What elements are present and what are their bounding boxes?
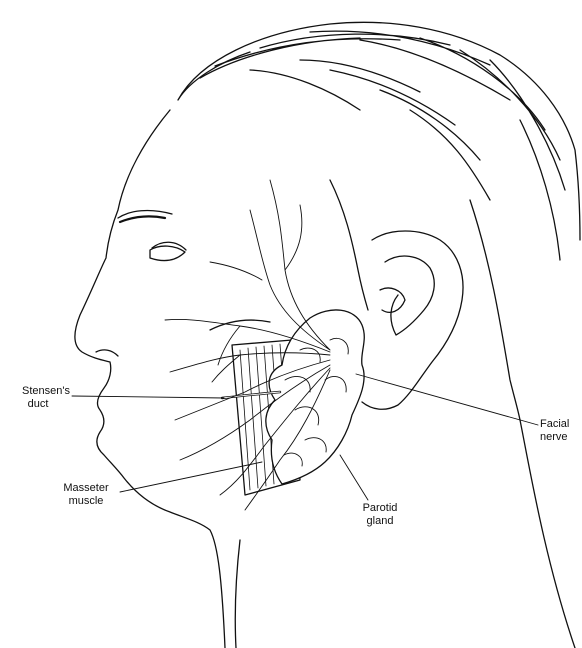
neck-front-line xyxy=(235,540,240,648)
label-stensens-duct-line1: Stensen's xyxy=(6,385,70,398)
label-parotid-gland-line2: gland xyxy=(350,515,410,528)
label-stensens-duct-line2: duct xyxy=(6,398,70,411)
label-facial-nerve: Facial nerve xyxy=(540,418,580,444)
label-masseter-muscle: Masseter muscle xyxy=(50,482,122,508)
ear-inner xyxy=(385,256,434,335)
label-masseter-muscle-line1: Masseter xyxy=(50,482,122,495)
eye xyxy=(150,246,185,260)
leader-line-stensens-duct xyxy=(72,396,224,398)
nostril xyxy=(96,350,118,356)
face-profile-outline xyxy=(75,110,225,648)
ear-canal xyxy=(380,288,405,312)
leader-line-masseter-muscle xyxy=(120,462,262,492)
label-facial-nerve-line2: nerve xyxy=(540,431,580,444)
leader-line-parotid-gland xyxy=(340,455,368,500)
label-stensens-duct: Stensen's duct xyxy=(6,385,70,411)
label-facial-nerve-line1: Facial xyxy=(540,418,580,431)
label-parotid-gland: Parotid gland xyxy=(350,502,410,528)
label-parotid-gland-line1: Parotid xyxy=(350,502,410,515)
temple-hairline xyxy=(330,180,368,310)
hair-outline xyxy=(178,22,580,240)
jaw-contour xyxy=(210,320,270,330)
label-masseter-muscle-line2: muscle xyxy=(50,495,122,508)
ear-outline xyxy=(362,231,463,409)
back-of-head xyxy=(470,200,520,420)
neck-back-outline xyxy=(520,420,575,648)
hair-strands xyxy=(200,31,565,260)
eyebrow-shading xyxy=(120,216,165,222)
